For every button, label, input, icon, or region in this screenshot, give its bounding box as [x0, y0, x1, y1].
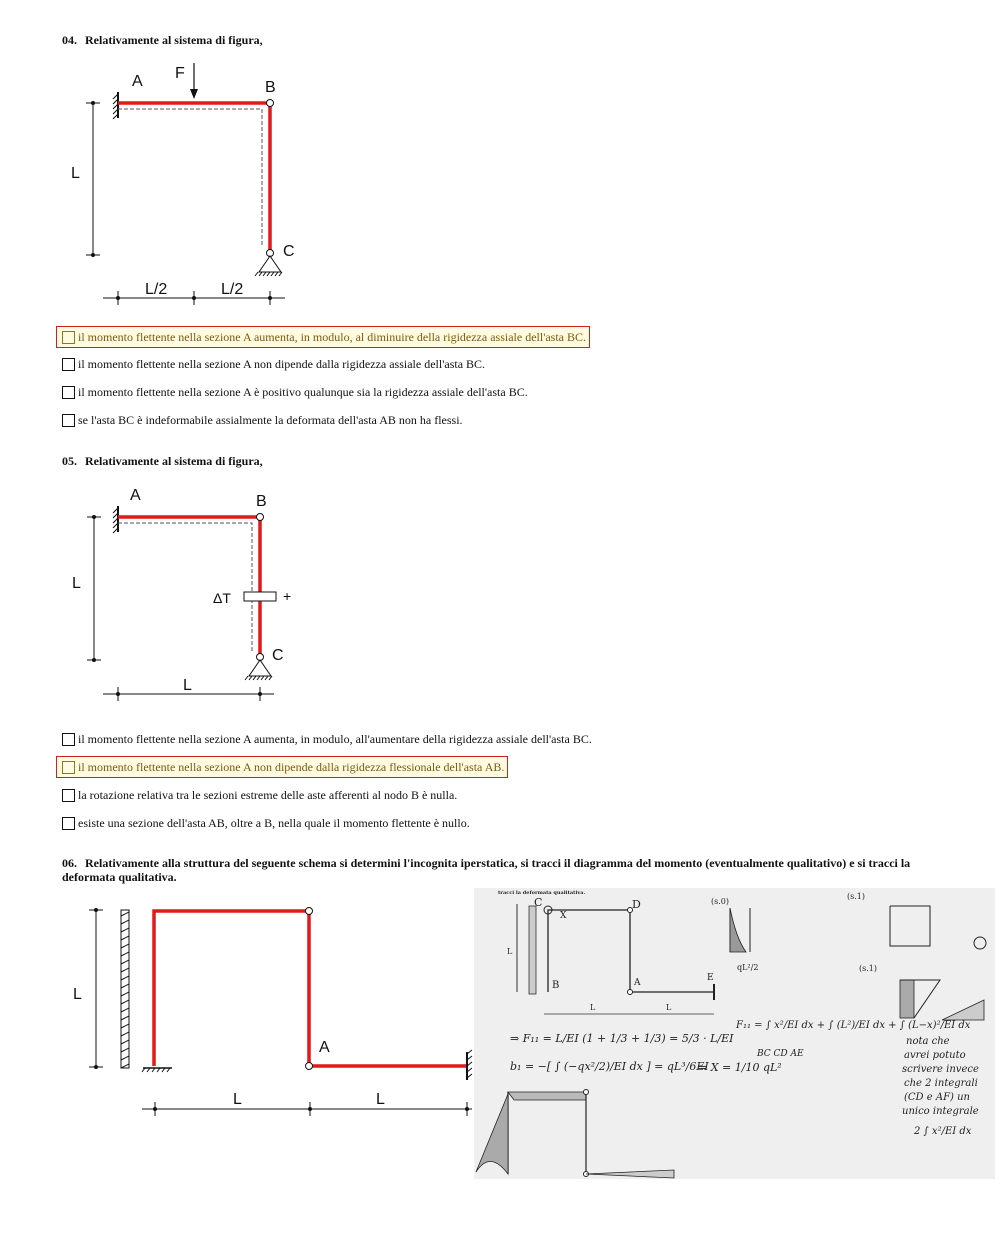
hinge-A: [305, 1062, 313, 1070]
q05-option-1[interactable]: il momento flettente nella sezione A aum…: [62, 730, 592, 748]
label-A: A: [132, 73, 143, 90]
label-C: C: [283, 243, 295, 260]
sketch-note-line: scrivere invece: [902, 1064, 979, 1075]
checkbox[interactable]: [62, 330, 75, 344]
label-delta-T: ΔT: [213, 590, 231, 606]
sketch-A: A: [633, 978, 641, 988]
label-L: L: [71, 165, 80, 182]
sketch-D: D: [632, 898, 641, 911]
checkbox[interactable]: [62, 413, 75, 427]
sketch-F11: F₁₁ = ∫ x²/EI dx + ∫ (L²)/EI dx + ∫ (L−x…: [735, 1020, 971, 1031]
q04-option-4[interactable]: se l'asta BC è indeformabile assialmente…: [62, 411, 463, 429]
sketch-note-line: unico integrale: [902, 1106, 979, 1117]
label-half-1: L/2: [145, 281, 167, 298]
hinge-B: [266, 99, 274, 107]
label-F: F: [175, 65, 185, 82]
checkbox[interactable]: [62, 816, 75, 830]
sketch-s1b: (s.1): [859, 964, 877, 973]
figure-q06: L A L L: [73, 907, 473, 1116]
checkbox[interactable]: [62, 760, 75, 774]
question-number: 06.: [62, 856, 77, 870]
q04-option-3[interactable]: il momento flettente nella sezione A è p…: [62, 383, 528, 401]
checkbox[interactable]: [62, 385, 75, 399]
figure-q04: L F A B C L/2 L/2: [71, 63, 295, 305]
q04-option-1[interactable]: il momento flettente nella sezione A aum…: [56, 326, 591, 348]
sketch-eq2: b₁ = −[ ∫ (−qx²/2)/EI dx ] = qL³/6EI: [510, 1060, 709, 1073]
question-text: Relativamente al sistema di figura,: [85, 33, 263, 47]
label-L-2: L: [376, 1091, 385, 1108]
question-04-title: 04. Relativamente al sistema di figura,: [62, 33, 263, 48]
question-number: 05.: [62, 454, 77, 468]
q05-option-4[interactable]: esiste una sezione dell'asta AB, oltre a…: [62, 814, 470, 832]
handwritten-solution: tracci la deformata qualitativa. C X D B…: [474, 888, 995, 1179]
sketch-qL2: qL²/2: [737, 963, 758, 972]
checkbox[interactable]: [62, 732, 75, 746]
thermal-element: [243, 591, 277, 602]
sketch-eq3: ⇒ X = 1/10 qL²: [698, 1061, 782, 1074]
question-text: Relativamente al sistema di figura,: [85, 454, 263, 468]
question-05-title: 05. Relativamente al sistema di figura,: [62, 454, 263, 469]
label-L-vertical: L: [72, 575, 81, 592]
hinge-B: [256, 513, 264, 521]
question-06-title: 06.Relativamente alla struttura del segu…: [62, 856, 922, 884]
label-L-vertical: L: [73, 986, 82, 1003]
sketch-note-line: che 2 integrali: [904, 1078, 978, 1089]
q05-option-3[interactable]: la rotazione relativa tra le sezioni est…: [62, 786, 457, 804]
label-L-1: L: [233, 1091, 242, 1108]
sketch-C: C: [534, 896, 542, 909]
label-B: B: [256, 493, 267, 510]
sketch-header: tracci la deformata qualitativa.: [498, 890, 585, 896]
sketch-L-vert: L: [507, 947, 513, 956]
label-C: C: [272, 647, 284, 664]
label-A: A: [319, 1039, 330, 1056]
sketch-L-b: L: [666, 1003, 672, 1012]
checkbox[interactable]: [62, 788, 75, 802]
q05-option-2[interactable]: il momento flettente nella sezione A non…: [56, 756, 509, 778]
sketch-subs: BC CD AE: [756, 1049, 804, 1059]
hinge-top: [305, 907, 313, 915]
checkbox[interactable]: [62, 357, 75, 371]
sketch-X: X: [560, 911, 567, 921]
label-A: A: [130, 487, 141, 504]
sketch-L-a: L: [590, 1003, 596, 1012]
label-L-horizontal: L: [183, 677, 192, 694]
label-B: B: [265, 79, 276, 96]
sketch-E: E: [707, 973, 714, 983]
q04-option-2[interactable]: il momento flettente nella sezione A non…: [62, 355, 485, 373]
sketch-eq1: ⇒ F₁₁ = L/EI (1 + 1/3 + 1/3) = 5/3 · L/E…: [510, 1032, 734, 1045]
label-half-2: L/2: [221, 281, 243, 298]
sketch-note-line: nota che: [906, 1036, 950, 1047]
sketch-note-line: (CD e AF) un: [904, 1092, 970, 1103]
sketch-s1a: (s.1): [847, 892, 865, 901]
figure-q05: L ΔT + A B C L: [72, 487, 291, 701]
question-text: Relativamente alla struttura del seguent…: [62, 856, 911, 884]
sketch-s0: (s.0): [711, 897, 729, 906]
label-plus: +: [283, 588, 291, 604]
sketch-note-line: avrei potuto: [904, 1050, 966, 1061]
question-number: 04.: [62, 33, 77, 47]
sketch-B: B: [552, 980, 559, 991]
frame: [152, 909, 467, 1068]
force-arrow: [190, 89, 198, 99]
sketch-note-line: 2 ∫ x²/EI dx: [913, 1126, 972, 1137]
